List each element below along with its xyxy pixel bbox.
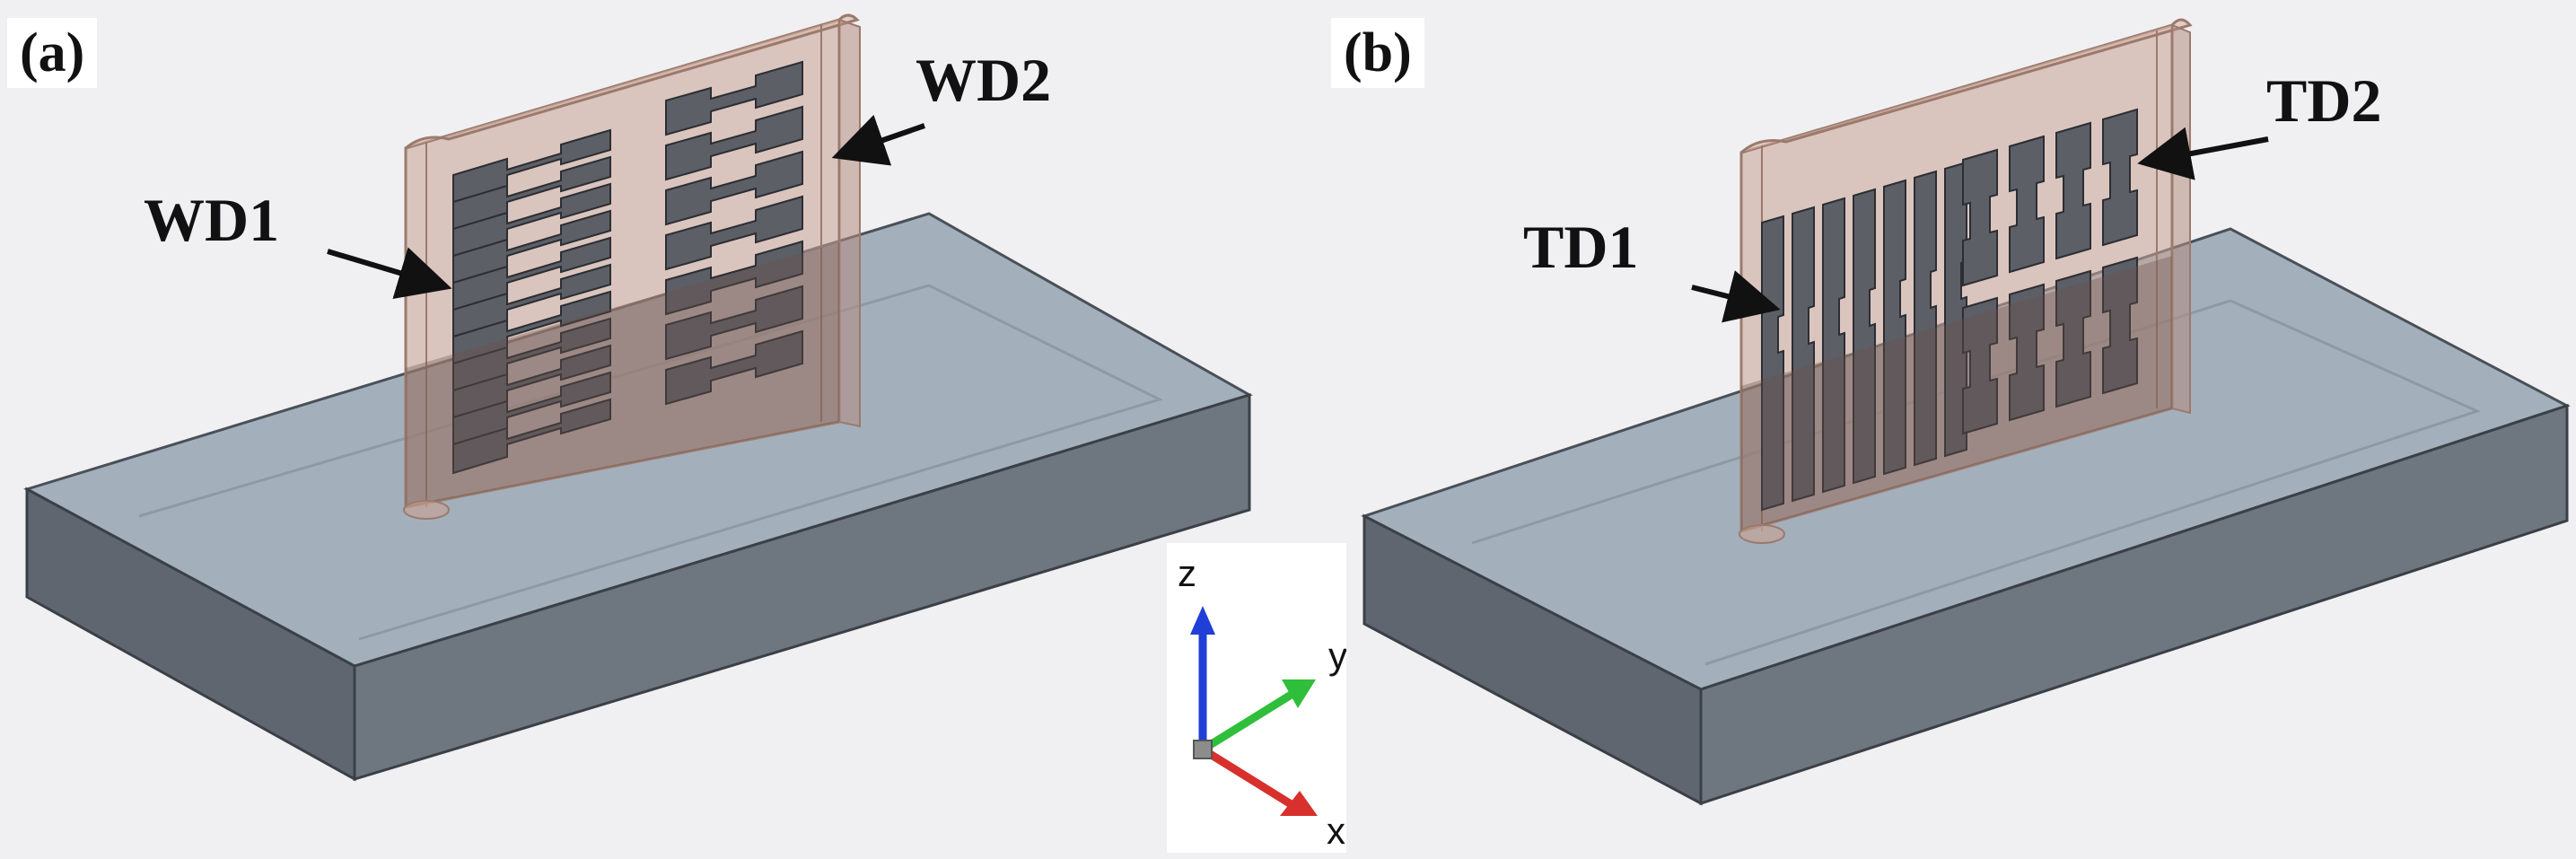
build-volume-lower: [406, 242, 839, 507]
callout-td2-arrow: [2137, 127, 2269, 180]
axis-y-head: [1282, 679, 1316, 708]
axis-z-head: [1190, 606, 1215, 635]
td1-specimens: [1761, 161, 1967, 512]
callout-wd1-arrow: [327, 247, 452, 299]
build-volume-base: [403, 500, 450, 520]
axis-z-label: z: [1178, 552, 1196, 594]
callout-td2: TD2: [2137, 66, 2381, 180]
callout-td1-arrow: [1691, 270, 1781, 323]
wd2-specimens: [665, 60, 803, 406]
panel-b-drawing: TD1 TD2: [1361, 18, 2571, 806]
callout-td2-label: TD2: [2266, 66, 2381, 135]
build-plate-side: [353, 392, 1251, 782]
axis-x-label: x: [1327, 810, 1345, 852]
build-volume-lower: [1741, 256, 2172, 531]
build-plate-side: [1699, 403, 2569, 806]
coordinate-triad: z y x: [1167, 543, 1346, 853]
wd1-specimens: [452, 128, 611, 475]
build-volume-base: [1739, 524, 1785, 544]
callout-td1: TD1: [1523, 213, 1781, 323]
axis-x-head: [1280, 791, 1318, 816]
callout-wd1-label: WD1: [144, 186, 279, 254]
panel-a-drawing: WD1 WD2: [23, 13, 1253, 782]
callout-wd1: WD1: [144, 186, 452, 299]
callout-wd2-arrow: [831, 114, 925, 166]
callout-td1-label: TD1: [1523, 213, 1638, 281]
triad-drawing: z y x: [1167, 543, 1346, 853]
triad-origin: [1193, 740, 1213, 759]
axis-y-label: y: [1328, 635, 1346, 677]
td2-specimens: [1962, 108, 2138, 435]
axis-x-arrow: [1200, 746, 1295, 809]
panel-b: TD1 TD2 (b): [1288, 0, 2576, 859]
panel-a-label: (a): [7, 18, 98, 88]
callout-wd2-label: WD2: [916, 46, 1051, 114]
callout-wd2: WD2: [831, 46, 1051, 166]
panel-b-label: (b): [1331, 18, 1424, 88]
axis-y-arrow: [1200, 690, 1295, 753]
panel-a: WD1 WD2 (a): [0, 0, 1288, 859]
